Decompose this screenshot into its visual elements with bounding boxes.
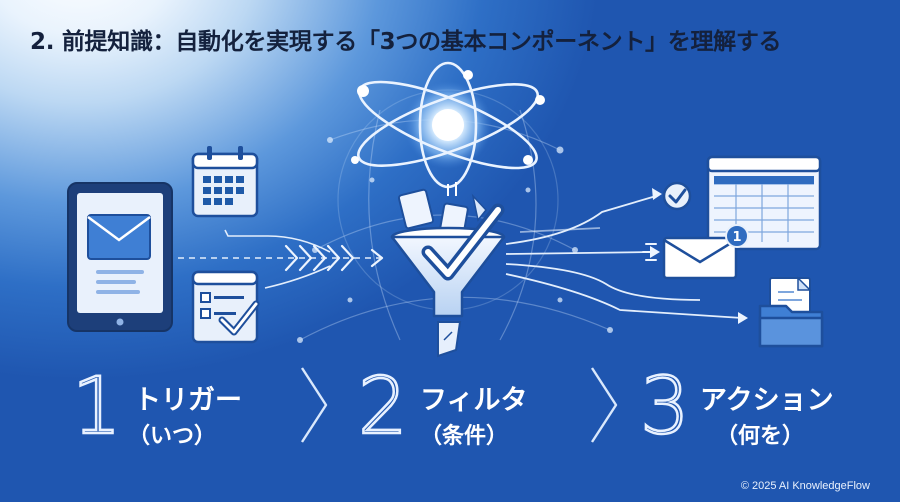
chevron-right-icon: [300, 367, 328, 443]
copyright-footer: © 2025 AI KnowledgeFlow: [740, 480, 870, 492]
step-1-number: 1: [71, 362, 123, 452]
step-1-sub: （いつ）: [128, 424, 217, 449]
notification-badge-count: 1: [732, 230, 741, 245]
step-2-number: 2: [357, 362, 409, 452]
chevron-arrows: [284, 244, 384, 272]
notification-badge: 1: [725, 224, 749, 248]
step-2-sub: （条件）: [420, 424, 509, 449]
checklist-icon: [191, 270, 260, 344]
page-title: 2. 前提知識：自動化を実現する「3つの基本コンポーネント」を理解する: [30, 29, 782, 55]
step-1-label: トリガー: [134, 385, 242, 416]
calendar-icon: [191, 146, 259, 218]
output-flow-lines: [505, 195, 743, 319]
check-icon: [421, 203, 505, 281]
step-2-label: フィルタ: [420, 385, 528, 416]
step-3-number: 3: [639, 362, 691, 452]
atom-icon: [351, 61, 545, 189]
mail-icon: [662, 236, 738, 280]
folder-icon: [758, 276, 824, 348]
spreadsheet-icon: [706, 155, 822, 251]
check-circle-icon: [662, 181, 692, 211]
speed-lines: [642, 243, 657, 261]
network-nodes: [297, 137, 613, 343]
input-flow-lines: [178, 229, 380, 289]
step-3-label: アクション: [700, 385, 834, 416]
tablet-mail-icon: [67, 182, 173, 332]
step-3-sub: （何を）: [716, 424, 805, 449]
chevron-right-icon: [590, 367, 618, 443]
